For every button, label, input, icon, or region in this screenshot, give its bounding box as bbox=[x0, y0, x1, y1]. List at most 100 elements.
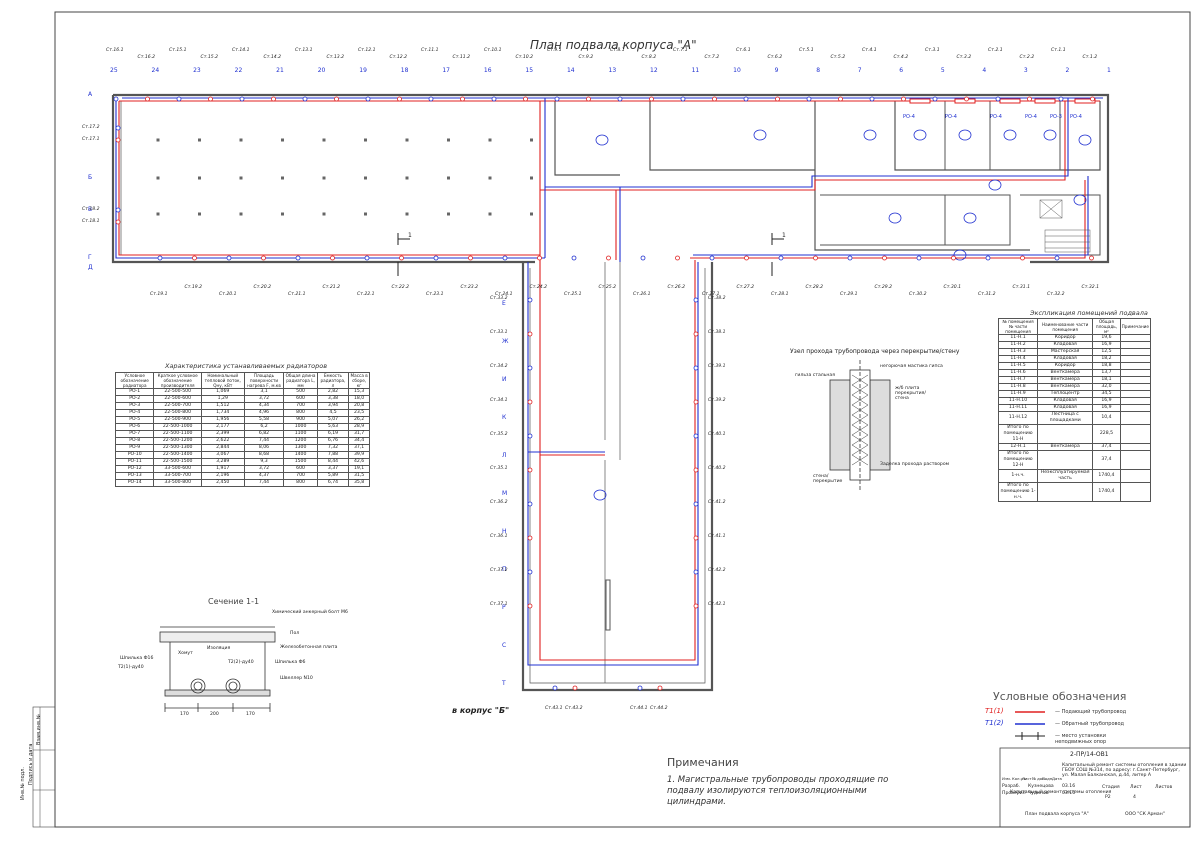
legend-title: Условные обозначения bbox=[993, 690, 1127, 703]
riser-marker bbox=[554, 96, 560, 102]
riser-label: Ст.18.2 bbox=[82, 207, 100, 212]
table-cell: 22-500-1000 bbox=[153, 423, 202, 431]
riser-marker bbox=[657, 685, 663, 691]
table-cell: 18,2 bbox=[1092, 355, 1121, 363]
riser-label: Ст.20.1 bbox=[219, 292, 237, 297]
axis-vertical-label: Ж bbox=[502, 338, 509, 345]
table-cell: 600 bbox=[283, 395, 318, 403]
table-cell: 8,44 bbox=[316, 458, 350, 466]
riser-marker bbox=[145, 96, 150, 102]
riser-label: Ст.14.1 bbox=[232, 48, 250, 53]
table-cell: 1,917 bbox=[200, 465, 245, 473]
riser-marker bbox=[964, 96, 969, 102]
axis-vertical-label: Т bbox=[502, 680, 506, 687]
riser-label: Ст.39.1 bbox=[708, 364, 726, 369]
section-label-insulation: Изоляция bbox=[207, 646, 231, 651]
riser-label: Ст.10.2 bbox=[515, 55, 534, 60]
axis-top-label: 19 bbox=[359, 67, 367, 74]
side-stamp-vzam: Взам.инв.№ bbox=[36, 714, 42, 745]
radiators bbox=[605, 98, 1096, 631]
table-cell: 5,89 bbox=[316, 472, 350, 480]
riser-marker bbox=[709, 255, 715, 261]
riser-label: Ст.37.1 bbox=[490, 602, 508, 607]
room-marker bbox=[988, 179, 1002, 191]
riser-marker bbox=[295, 255, 301, 261]
table-cell: РО-6 bbox=[114, 423, 155, 431]
table-cell: 19,1 bbox=[348, 465, 370, 473]
riser-label: Ст.10.1 bbox=[484, 48, 502, 53]
riser-marker bbox=[113, 96, 119, 102]
table-cell: 1100 bbox=[283, 430, 318, 438]
table-cell: 1500 bbox=[283, 458, 318, 466]
axis-top-label: 9 bbox=[774, 67, 779, 74]
riser-label: Ст.38.2 bbox=[708, 296, 726, 301]
table-cell: 2,82 bbox=[316, 388, 350, 396]
table-row: Итого по помещению 1-н.ч.1740,4 bbox=[997, 482, 1152, 502]
sheet-frame bbox=[54, 11, 1191, 828]
axis-top-label: 2 bbox=[1065, 67, 1070, 74]
node-label-grout: Заделка прохода раствором bbox=[880, 462, 950, 467]
table-cell: 11-Н.6 bbox=[997, 369, 1039, 377]
node-label-wall: стена/перекрытие bbox=[813, 474, 843, 484]
table-cell: 3,289 bbox=[200, 458, 245, 466]
riser-label: Ст.1.2 bbox=[1082, 55, 1098, 60]
room-marker bbox=[863, 129, 877, 141]
riser-marker bbox=[527, 501, 533, 507]
table-cell: РО-3 bbox=[114, 402, 155, 410]
table-cell: 19,6 bbox=[1092, 334, 1121, 342]
legend-return-text: — Обратный трубопровод bbox=[1055, 721, 1124, 727]
table-cell bbox=[1119, 369, 1152, 377]
table-cell: 1,069 bbox=[200, 388, 245, 396]
column bbox=[281, 176, 284, 180]
stamp-person-1-date: 03.16 bbox=[1062, 784, 1076, 789]
riser-label: Ст.8.2 bbox=[641, 55, 657, 60]
column bbox=[447, 176, 450, 180]
room-marker bbox=[953, 249, 967, 261]
axis-top-label: 16 bbox=[483, 67, 492, 74]
axis-top-label: 24 bbox=[151, 67, 160, 74]
table-cell: Лестница с площадками bbox=[1037, 411, 1094, 425]
table-cell bbox=[1119, 348, 1152, 356]
riser-label: Ст.38.1 bbox=[708, 330, 726, 335]
axis-top-label: 21 bbox=[276, 67, 284, 74]
stamp-role-label: Подп. bbox=[1042, 776, 1054, 781]
table-cell: 500 bbox=[283, 388, 318, 396]
table-cell: 22-500-1200 bbox=[153, 437, 202, 445]
riser-label: Ст.3.1 bbox=[925, 48, 940, 53]
stamp-sheet-name: План подвала корпуса "А" bbox=[1025, 812, 1089, 817]
riser-label: Ст.42.2 bbox=[708, 568, 726, 573]
table-cell: 4,34 bbox=[243, 402, 285, 410]
riser-marker bbox=[693, 433, 699, 439]
table-cell: 18,8 bbox=[1092, 362, 1121, 370]
table-cell: 15,3 bbox=[348, 388, 370, 396]
axis-top-label: 15 bbox=[525, 67, 534, 74]
riser-label: Ст.28.2 bbox=[805, 285, 824, 290]
stamp-stage: Р2 bbox=[1105, 795, 1111, 800]
room-marker bbox=[593, 489, 607, 501]
axis-left-label: Г bbox=[88, 254, 92, 261]
column bbox=[530, 138, 533, 142]
axis-top-label: 8 bbox=[816, 67, 821, 74]
riser-marker bbox=[527, 569, 533, 575]
table-cell bbox=[1119, 397, 1152, 405]
riser-label: Ст.12.2 bbox=[389, 55, 408, 60]
table-cell bbox=[1119, 443, 1152, 451]
axis-vertical-label: Н bbox=[502, 528, 507, 535]
riser-marker bbox=[743, 96, 749, 102]
riser-label: Ст.16.1 bbox=[106, 48, 124, 53]
table-cell bbox=[1037, 450, 1094, 470]
axis-left-label: А bbox=[88, 91, 93, 98]
column bbox=[405, 176, 409, 180]
riser-marker bbox=[882, 255, 887, 261]
table-cell: 22-500-1500 bbox=[153, 458, 202, 466]
table-cell: 3,94 bbox=[316, 402, 350, 410]
column bbox=[322, 212, 326, 216]
axis-left-label: В bbox=[88, 206, 93, 213]
